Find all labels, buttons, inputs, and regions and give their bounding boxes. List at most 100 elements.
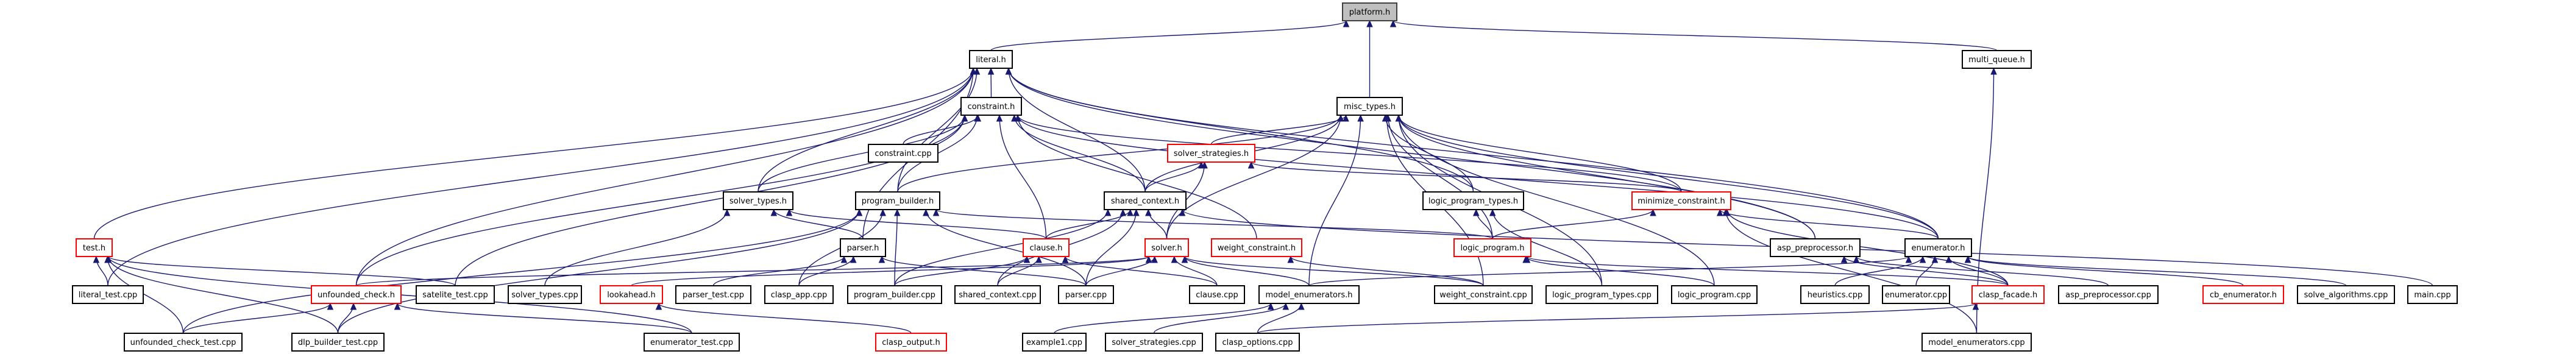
node-asp-preprocessor-h[interactable]: asp_preprocessor.h bbox=[1770, 238, 1861, 257]
nodes-layer: platform.h literal.h multi_queue.h constrai… bbox=[72, 2, 2458, 352]
node-heuristics-cpp[interactable]: heuristics.cpp bbox=[1800, 285, 1870, 304]
edge-program-builder-cpp-to-shared-context-h bbox=[894, 208, 1112, 286]
node-shared-context-h[interactable]: shared_context.h bbox=[1104, 191, 1187, 210]
node-label: shared_context.cpp bbox=[959, 291, 1037, 300]
arrowhead-icon bbox=[1062, 255, 1069, 263]
node-box bbox=[1105, 333, 1203, 352]
node-parser-test-cpp[interactable]: parser_test.cpp bbox=[675, 285, 751, 304]
edge-line bbox=[1492, 209, 1654, 239]
node-asp-preprocessor-cpp[interactable]: asp_preprocessor.cpp bbox=[2058, 285, 2159, 304]
node-label: logic_program.cpp bbox=[1678, 291, 1751, 300]
edge-line bbox=[1290, 256, 1484, 286]
edge-logic-program-types-cpp-to-logic-program-types-h bbox=[1489, 208, 1603, 286]
edge-line bbox=[1308, 256, 1909, 286]
edge-line bbox=[544, 209, 728, 286]
edge-line bbox=[997, 256, 1040, 286]
node-weight-constraint-h[interactable]: weight_constraint.h bbox=[1211, 238, 1302, 257]
node-unfounded-check-test-cpp[interactable]: unfounded_check_test.cpp bbox=[124, 333, 243, 352]
node-enumerator-h[interactable]: enumerator.h bbox=[1904, 238, 1972, 257]
edges-layer bbox=[93, 19, 2433, 334]
node-dlp-builder-test-cpp[interactable]: dlp_builder_test.cpp bbox=[291, 333, 385, 352]
node-label: test.h bbox=[83, 244, 105, 253]
edge-line bbox=[1726, 209, 2009, 286]
node-clasp-facade-h[interactable]: clasp_facade.h bbox=[1971, 285, 2045, 304]
arrowhead-icon bbox=[974, 114, 981, 122]
node-enumerator-cpp[interactable]: enumerator.cpp bbox=[1882, 285, 1950, 304]
node-constraint-cpp[interactable]: constraint.cpp bbox=[868, 144, 939, 163]
node-minimize-constraint-h[interactable]: minimize_constraint.h bbox=[1631, 191, 1731, 210]
arrowhead-icon bbox=[1104, 208, 1112, 216]
node-clasp-output-h[interactable]: clasp_output.h bbox=[875, 333, 947, 352]
node-parser-h[interactable]: parser.h bbox=[840, 238, 886, 257]
node-model-enumerators-h[interactable]: model_enumerators.h bbox=[1258, 285, 1360, 304]
node-solver-types-cpp[interactable]: solver_types.cpp bbox=[508, 285, 582, 304]
node-model-enumerators-cpp[interactable]: model_enumerators.cpp bbox=[1921, 333, 2032, 352]
node-shared-context-cpp[interactable]: shared_context.cpp bbox=[954, 285, 1041, 304]
node-box bbox=[508, 285, 582, 304]
node-lookahead-h[interactable]: lookahead.h bbox=[600, 285, 663, 304]
edge-line bbox=[758, 115, 965, 193]
node-literal-h[interactable]: literal.h bbox=[969, 50, 1013, 69]
arrowhead-icon bbox=[840, 255, 848, 263]
edge-line bbox=[1184, 256, 1310, 286]
node-test-h[interactable]: test.h bbox=[76, 238, 113, 257]
node-weight-constraint-cpp[interactable]: weight_constraint.cpp bbox=[1434, 285, 1533, 304]
edge-line bbox=[108, 256, 456, 286]
node-label: platform.h bbox=[1349, 8, 1391, 17]
arrowhead-icon bbox=[1919, 255, 1926, 263]
node-logic-program-cpp[interactable]: logic_program.cpp bbox=[1671, 285, 1758, 304]
node-literal-test-cpp[interactable]: literal_test.cpp bbox=[72, 285, 144, 304]
node-multi-queue-h[interactable]: multi_queue.h bbox=[1962, 50, 2032, 69]
node-clasp-app-cpp[interactable]: clasp_app.cpp bbox=[764, 285, 834, 304]
node-misc-types-h[interactable]: misc_types.h bbox=[1336, 97, 1403, 116]
node-solver-types-h[interactable]: solver_types.h bbox=[723, 191, 793, 210]
edge-line bbox=[182, 209, 860, 334]
node-cb-enumerator-h[interactable]: cb_enumerator.h bbox=[2202, 285, 2284, 304]
node-program-builder-cpp[interactable]: program_builder.cpp bbox=[847, 285, 942, 304]
node-solver-strategies-h[interactable]: solver_strategies.h bbox=[1167, 144, 1255, 163]
node-solve-algorithms-cpp[interactable]: solve_algorithms.cpp bbox=[2297, 285, 2395, 304]
edge-line bbox=[712, 256, 845, 286]
arrowhead-icon bbox=[1972, 302, 1979, 310]
edge-line bbox=[1153, 303, 1286, 334]
node-label: solver.h bbox=[1151, 244, 1182, 253]
node-solver-h[interactable]: solver.h bbox=[1144, 238, 1189, 257]
arrowhead-icon bbox=[723, 208, 731, 216]
node-box bbox=[2297, 285, 2395, 304]
edge-line bbox=[1719, 209, 1939, 239]
arrowhead-icon bbox=[1119, 208, 1126, 216]
arrowhead-icon bbox=[1945, 255, 1952, 263]
edge-clause-h-to-solver-types-h bbox=[786, 208, 1047, 239]
node-main-cpp[interactable]: main.cpp bbox=[2407, 285, 2458, 304]
arrowhead-icon bbox=[987, 67, 995, 75]
node-logic-program-types-cpp[interactable]: logic_program_types.cpp bbox=[1545, 285, 1658, 304]
node-clause-h[interactable]: clause.h bbox=[1023, 238, 1070, 257]
arrowhead-icon bbox=[1343, 114, 1349, 122]
node-logic-program-h[interactable]: logic_program.h bbox=[1453, 238, 1531, 257]
edge-parser-cpp-to-solver-h bbox=[1085, 255, 1158, 286]
node-parser-cpp[interactable]: parser.cpp bbox=[1058, 285, 1114, 304]
node-satelite-test-cpp[interactable]: satelite_test.cpp bbox=[416, 285, 495, 304]
arrowhead-icon bbox=[1282, 302, 1290, 310]
node-clasp-options-cpp[interactable]: clasp_options.cpp bbox=[1215, 333, 1300, 352]
node-clause-cpp[interactable]: clause.cpp bbox=[1189, 285, 1245, 304]
edge-logic-program-h-to-logic-program-types-h bbox=[1472, 208, 1493, 239]
node-program-builder-h[interactable]: program_builder.h bbox=[855, 191, 940, 210]
edge-solve-algorithms-cpp-to-enumerator-h bbox=[1964, 255, 2347, 286]
node-enumerator-test-cpp[interactable]: enumerator_test.cpp bbox=[644, 333, 740, 352]
edge-solver-types-h-to-literal-h bbox=[758, 67, 977, 193]
arrowhead-icon bbox=[394, 302, 401, 310]
node-constraint-h[interactable]: constraint.h bbox=[960, 97, 1022, 116]
edge-line bbox=[1008, 68, 1939, 239]
arrowhead-icon bbox=[1964, 255, 1971, 263]
node-example1-cpp[interactable]: example1.cpp bbox=[1022, 333, 1087, 352]
arrowhead-icon bbox=[893, 208, 901, 216]
node-solver-strategies-cpp[interactable]: solver_strategies.cpp bbox=[1105, 333, 1203, 352]
node-logic-program-types-h[interactable]: logic_program_types.h bbox=[1422, 191, 1524, 210]
arrowhead-icon bbox=[1990, 67, 1997, 75]
node-label: solver_types.cpp bbox=[511, 291, 578, 300]
arrowhead-icon bbox=[1179, 208, 1186, 216]
arrowhead-icon bbox=[1014, 114, 1021, 122]
edge-model-enumerators-h-to-misc-types-h bbox=[1308, 114, 1364, 286]
node-unfounded-check-h[interactable]: unfounded_check.h bbox=[311, 285, 402, 304]
